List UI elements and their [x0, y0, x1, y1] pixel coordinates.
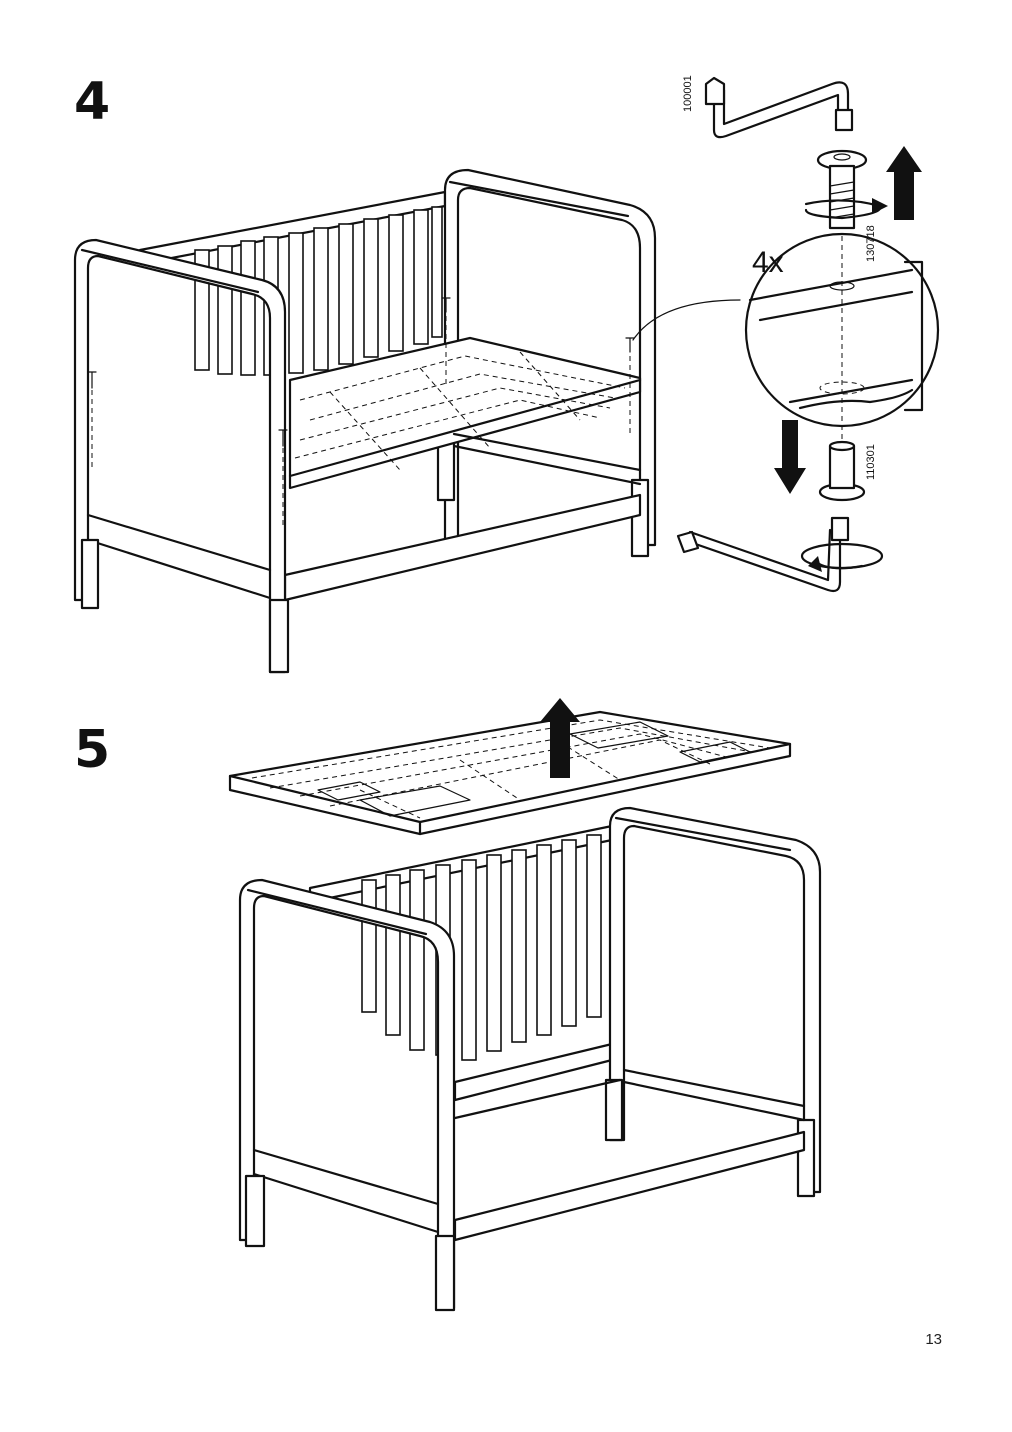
allen-key-icon	[676, 516, 884, 593]
arrow-up-icon	[886, 146, 922, 220]
rotate-icon	[804, 198, 888, 220]
bolt-icon: 130718	[816, 149, 877, 262]
arrow-up-icon	[540, 698, 580, 778]
screw-markers	[87, 297, 635, 528]
step-4-detail-callout: 4x	[744, 232, 940, 470]
part-code-100001: 100001	[682, 75, 694, 112]
quantity-label: 4x	[752, 246, 784, 279]
part-code-130718: 130718	[865, 225, 877, 262]
part-code-110301: 110301	[865, 444, 877, 480]
allen-key-icon: 100001	[682, 75, 854, 139]
arrow-down-icon	[774, 420, 806, 494]
step-5-crib-illustration	[238, 806, 822, 1312]
step-4-crib-illustration	[73, 168, 741, 674]
step-4-number: 4	[74, 72, 111, 132]
step-5-number: 5	[74, 720, 111, 780]
back-slats	[361, 834, 602, 1061]
page-number: 13	[925, 1331, 942, 1348]
step-5-base-panel	[228, 710, 792, 836]
barrel-nut-icon: 110301	[818, 440, 877, 502]
